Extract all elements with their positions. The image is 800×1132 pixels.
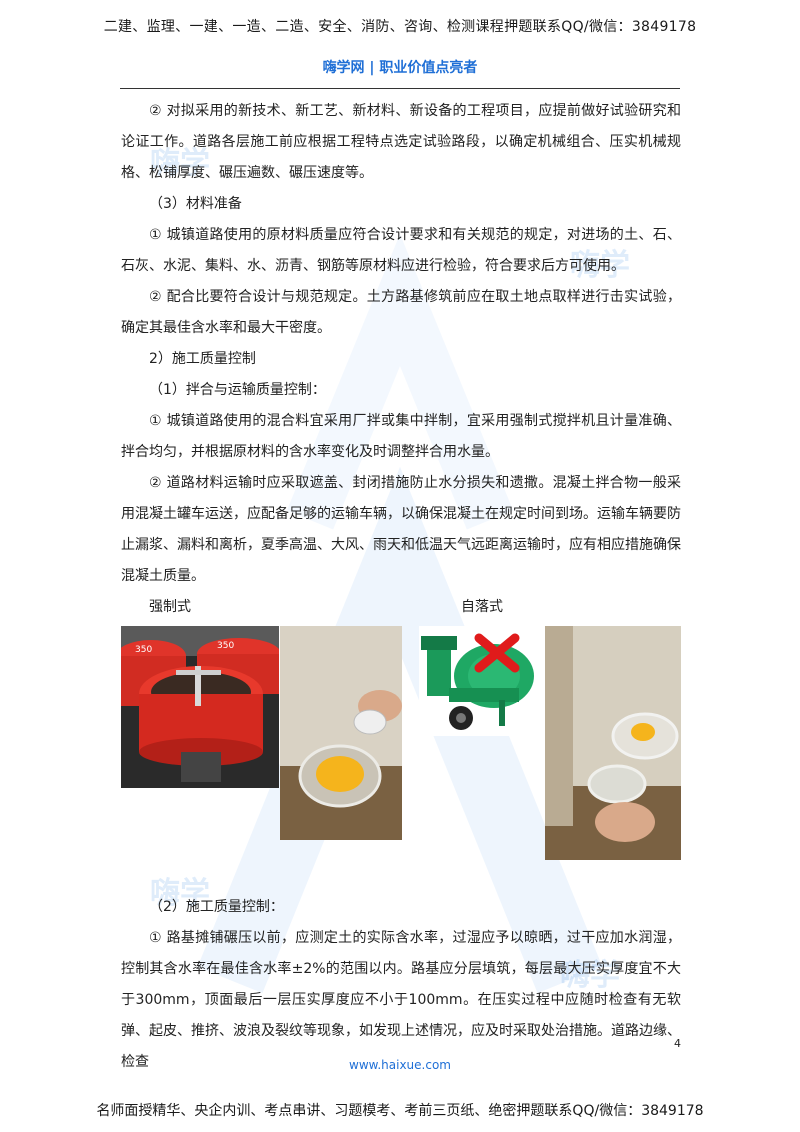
mixing-bowl-photo-free-fall (545, 626, 681, 860)
site-header[interactable]: 嗨学网 | 职业价值点亮者 (322, 60, 478, 76)
footer-link[interactable]: www.haixue.com (349, 1058, 451, 1072)
watermark-text: 嗨学 (150, 876, 210, 911)
paragraph: ② 对拟采用的新技术、新工艺、新材料、新设备的工程项目，应提前做好试验研究和论证… (121, 103, 681, 181)
mixer-tag: 350 (217, 641, 234, 651)
bottom-banner: 名师面授精华、央企内训、考点串讲、习题模考、考前三页纸、绝密押题联系QQ/微信：… (96, 1103, 704, 1119)
paragraph: ① 城镇道路使用的原材料质量应符合设计要求和有关规范的规定，对进场的土、石、石灰… (121, 227, 681, 274)
forced-mixer-photo: 350 350 (121, 626, 279, 788)
figure-label-free-fall: 自落式 (461, 599, 503, 615)
paragraph: ② 道路材料运输时应采取遮盖、封闭措施防止水分损失和遗撒。混凝土拌合物一般采用混… (121, 475, 681, 584)
free-fall-mixer-image (419, 626, 539, 736)
figure-label-forced: 强制式 (149, 599, 191, 615)
section-heading: （3）材料准备 (149, 196, 242, 212)
header-divider (120, 88, 680, 89)
figure-mixers: 350 350 (121, 626, 681, 886)
watermark-text: 嗨学 (570, 248, 630, 283)
section-heading: （2）施工质量控制： (149, 899, 284, 915)
watermark-text: 嗨学 (560, 958, 620, 993)
paragraph: ① 路基摊铺碾压以前，应测定土的实际含水率，过湿应予以晾晒，过干应加水润湿，控制… (121, 930, 681, 1070)
section-heading: （1）拌合与运输质量控制： (149, 382, 326, 398)
watermark-text: 嗨学 (150, 146, 210, 181)
document-body: ② 对拟采用的新技术、新工艺、新材料、新设备的工程项目，应提前做好试验研究和论证… (121, 96, 681, 1078)
section-heading: 2）施工质量控制 (149, 351, 256, 367)
mixer-tag: 350 (135, 645, 152, 655)
figure-labels: 强制式 自落式 (121, 592, 681, 622)
reject-x-icon (474, 633, 520, 673)
page-number: 4 (674, 1037, 681, 1050)
mixing-bowl-photo-forced (280, 626, 402, 840)
paragraph: ② 配合比要符合设计与规范规定。土方路基修筑前应在取土地点取样进行击实试验，确定… (121, 289, 681, 336)
top-banner: 二建、监理、一建、一造、二造、安全、消防、咨询、检测课程押题联系QQ/微信：38… (103, 19, 697, 35)
paragraph: ① 城镇道路使用的混合料宜采用厂拌或集中拌制，宜采用强制式搅拌机且计量准确、拌合… (121, 413, 681, 460)
